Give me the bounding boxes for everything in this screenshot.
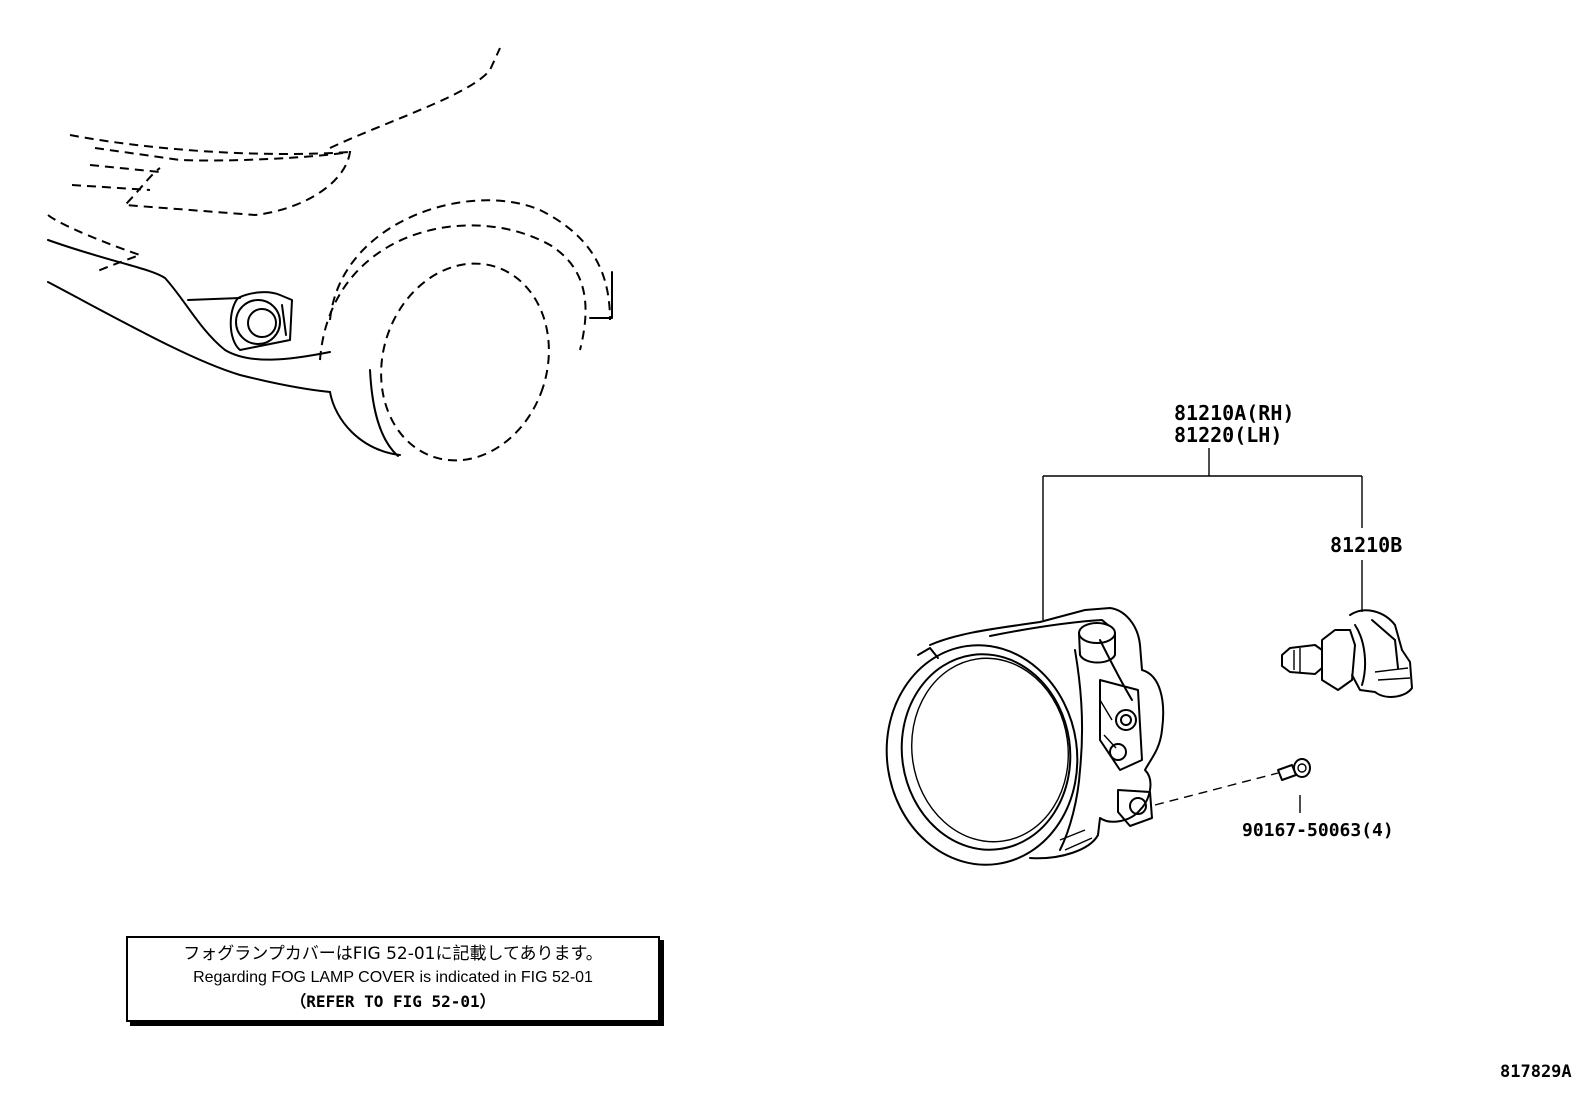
note-reference: （REFER TO FIG 52-01） — [290, 992, 496, 1011]
note-japanese: フォグランプカバーはFIG 52-01に記載してあります。 — [183, 944, 603, 964]
note-english: Regarding FOG LAMP COVER is indicated in… — [193, 969, 593, 986]
mounting-screw — [1277, 758, 1311, 781]
part-number-fog-lamp-rh: 81210A(RH) — [1174, 401, 1294, 425]
part-number-screw: 90167-50063(4) — [1242, 820, 1394, 841]
vehicle-front-view — [47, 47, 613, 462]
fog-lamp-assembly — [885, 607, 1165, 866]
reference-note: フォグランプカバーはFIG 52-01に記載してあります。 Regarding … — [126, 936, 660, 1022]
part-number-bulb: 81210B — [1330, 533, 1402, 557]
fog-lamp-bulb — [1281, 609, 1413, 698]
callout-leaders — [1042, 448, 1363, 813]
part-number-fog-lamp-lh: 81220(LH) — [1174, 423, 1282, 447]
figure-code: 817829A — [1500, 1062, 1572, 1082]
